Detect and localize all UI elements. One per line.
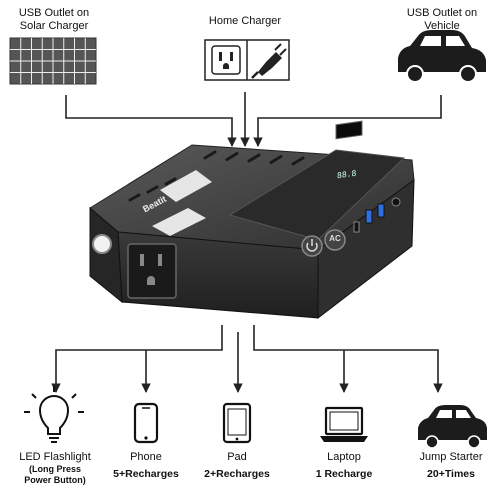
output-label-pad: Pad 2+Recharges bbox=[204, 451, 270, 480]
solar-panel-icon bbox=[9, 37, 97, 85]
input-label-home: Home Charger bbox=[208, 15, 282, 27]
input-label-solar: USB Outlet on Solar Charger bbox=[18, 7, 90, 32]
car-icon-input bbox=[398, 30, 486, 83]
output-label-laptop: Laptop 1 Recharge bbox=[315, 451, 373, 480]
car-icon-output bbox=[418, 405, 487, 449]
input-label-vehicle: USB Outlet on Vehicle bbox=[406, 7, 478, 32]
input-arrows bbox=[65, 92, 442, 147]
phone-icon bbox=[133, 402, 159, 444]
output-arrows bbox=[51, 325, 443, 393]
power-bank bbox=[89, 120, 415, 320]
ac-button-label: AC bbox=[329, 234, 341, 243]
power-button bbox=[301, 235, 323, 257]
output-label-phone: Phone 5+Recharges bbox=[113, 451, 179, 480]
tablet-icon bbox=[222, 402, 252, 444]
light-bulb-icon bbox=[24, 386, 84, 443]
ac-button bbox=[324, 229, 346, 251]
output-label-jump-starter: Jump Starter 20+Times bbox=[419, 451, 483, 480]
output-label-flashlight: LED Flashlight (Long Press Power Button) bbox=[19, 451, 91, 485]
laptop-icon bbox=[320, 406, 368, 442]
wall-outlet-icon bbox=[204, 39, 290, 81]
